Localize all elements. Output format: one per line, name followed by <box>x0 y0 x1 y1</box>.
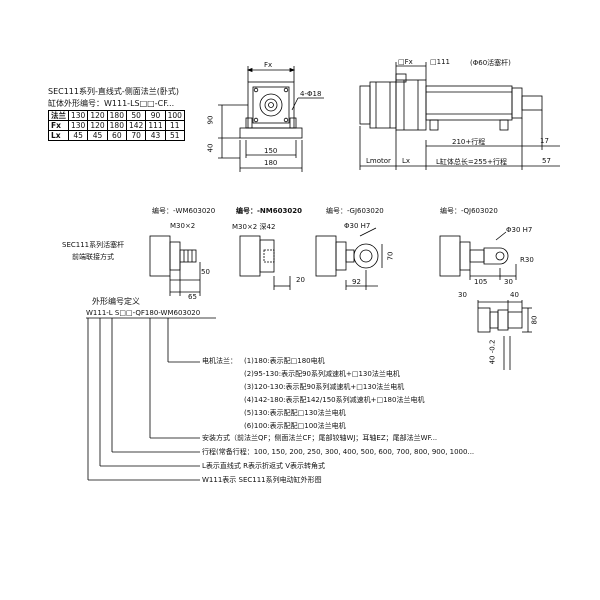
qj-rod-end-drawing <box>439 231 517 280</box>
cell: 100 <box>164 110 185 121</box>
series-title: SEC111系列-直线式-侧面法兰(卧式) <box>48 87 180 96</box>
cell: 180 <box>106 120 127 131</box>
side-dim-210: 210+行程 <box>452 138 486 146</box>
motor-item: (4)142-180:表示配142/150系列减速机+□180法兰电机 <box>244 396 425 404</box>
nm-dim-20: 20 <box>296 276 305 284</box>
qj-dim-30: 30 <box>504 278 513 286</box>
rod-intro-line2: 前端联接方式 <box>72 253 114 261</box>
qj-r30: R30 <box>520 256 534 264</box>
wm-dim-65: 65 <box>188 293 197 301</box>
gj-bore: Φ30 H7 <box>344 222 371 230</box>
qj-dim-105: 105 <box>474 278 488 286</box>
side-l-total: L缸体总长=255+行程 <box>436 158 507 166</box>
front-dim-180: 180 <box>264 159 278 167</box>
table-row: 法兰 130 120 180 50 90 100 <box>48 110 185 121</box>
side-dim-57: 57 <box>542 157 551 165</box>
cell: 11 <box>164 120 185 131</box>
row-label: Fx <box>48 120 69 131</box>
qj-top-dim-80: 80 <box>530 315 539 325</box>
definition-title: 外形编号定义 <box>92 297 140 306</box>
front-fx-label: Fx <box>264 61 273 69</box>
side-rod-label: (Φ60活塞杆) <box>470 59 511 67</box>
gj-rod-end-drawing <box>315 227 383 290</box>
gj-dim-70: 70 <box>386 251 395 261</box>
side-dim-17: 17 <box>540 137 549 145</box>
side-lx: Lx <box>402 157 411 165</box>
motor-item: (2)95-130:表示配90系列减速机+□130法兰电机 <box>244 370 400 378</box>
table-row: Lx 45 45 60 70 43 51 <box>48 130 185 141</box>
cell: 111 <box>145 120 166 131</box>
qj-top-dim-40-tol: 40 -0.2 <box>488 339 497 365</box>
qj-top-view-drawing <box>477 300 532 370</box>
front-view-drawing <box>218 66 324 172</box>
stroke-definition: 行程(常备行程：100, 150, 200, 250, 300, 400, 50… <box>202 448 475 456</box>
row-label: 法兰 <box>48 110 69 121</box>
nm-rod-end-drawing <box>239 235 291 290</box>
qj-bore: Φ30 H7 <box>506 226 533 234</box>
wm-dim-50: 50 <box>201 268 210 276</box>
gj-code: 编号：-GJ603020 <box>326 207 384 215</box>
wm-thread: M30×2 <box>170 222 196 230</box>
table-row: Fx 130 120 180 142 111 11 <box>48 120 185 131</box>
cell: 90 <box>145 110 166 121</box>
model-code: 缸体外形编号：W111-LS□□-CF... <box>48 99 175 108</box>
motor-label: 电机法兰： <box>202 357 237 365</box>
front-hole-label: 4-Φ18 <box>300 90 322 98</box>
qj-code: 编号：-QJ603020 <box>440 207 498 215</box>
front-dim-40: 40 <box>206 143 215 153</box>
cell: 50 <box>125 110 147 121</box>
spec-table: 法兰 130 120 180 50 90 100 Fx 130 120 180 … <box>48 110 185 141</box>
cell: 51 <box>164 130 185 141</box>
row-label: Lx <box>48 130 69 141</box>
front-dim-150: 150 <box>264 147 278 155</box>
motor-item: (3)120-130:表示配90系列减速机+□130法兰电机 <box>244 383 405 391</box>
qj-top-dim-30: 30 <box>458 291 467 299</box>
mount-definition: 安装方式（前法兰QF；侧面法兰CF；尾部铰轴WJ；耳轴EZ；尾部法兰WF... <box>202 434 438 442</box>
type-definition: L表示直线式 R表示折返式 V表示转角式 <box>202 462 326 470</box>
motor-item: (1)180:表示配□180电机 <box>244 357 325 365</box>
motor-item: (6)100:表示配配□100法兰电机 <box>244 422 346 430</box>
cell: 180 <box>106 110 127 121</box>
cell: 45 <box>67 130 89 141</box>
nm-code: 编号：-NM603020 <box>236 207 302 215</box>
front-dim-90: 90 <box>206 115 215 125</box>
cell: 120 <box>87 110 108 121</box>
side-view-drawing <box>359 62 560 170</box>
motor-item: (5)130:表示配配□130法兰电机 <box>244 409 346 417</box>
qj-top-dim-40: 40 <box>510 291 519 299</box>
side-lmotor: Lmotor <box>366 157 391 165</box>
gj-dim-92: 92 <box>352 278 361 286</box>
cell: 60 <box>106 130 127 141</box>
side-fx-box: □Fx <box>398 58 413 66</box>
nm-thread: M30×2 深42 <box>232 223 276 231</box>
side-box-111: □111 <box>430 58 450 66</box>
series-definition: W111表示 SEC111系列电动缸外形图 <box>202 476 322 484</box>
definition-tree-lines <box>86 317 216 481</box>
cell: 45 <box>87 130 108 141</box>
wm-rod-end-drawing <box>149 235 201 296</box>
definition-code: W111-L S□□-QF180-WM603020 <box>86 309 201 317</box>
wm-code: 编号：-WM603020 <box>152 207 216 215</box>
cell: 130 <box>67 110 89 121</box>
cell: 70 <box>125 130 147 141</box>
cell: 120 <box>87 120 108 131</box>
rod-intro-line1: SEC111系列活塞杆 <box>62 241 125 249</box>
cell: 130 <box>67 120 89 131</box>
cell: 43 <box>145 130 166 141</box>
cell: 142 <box>125 120 147 131</box>
